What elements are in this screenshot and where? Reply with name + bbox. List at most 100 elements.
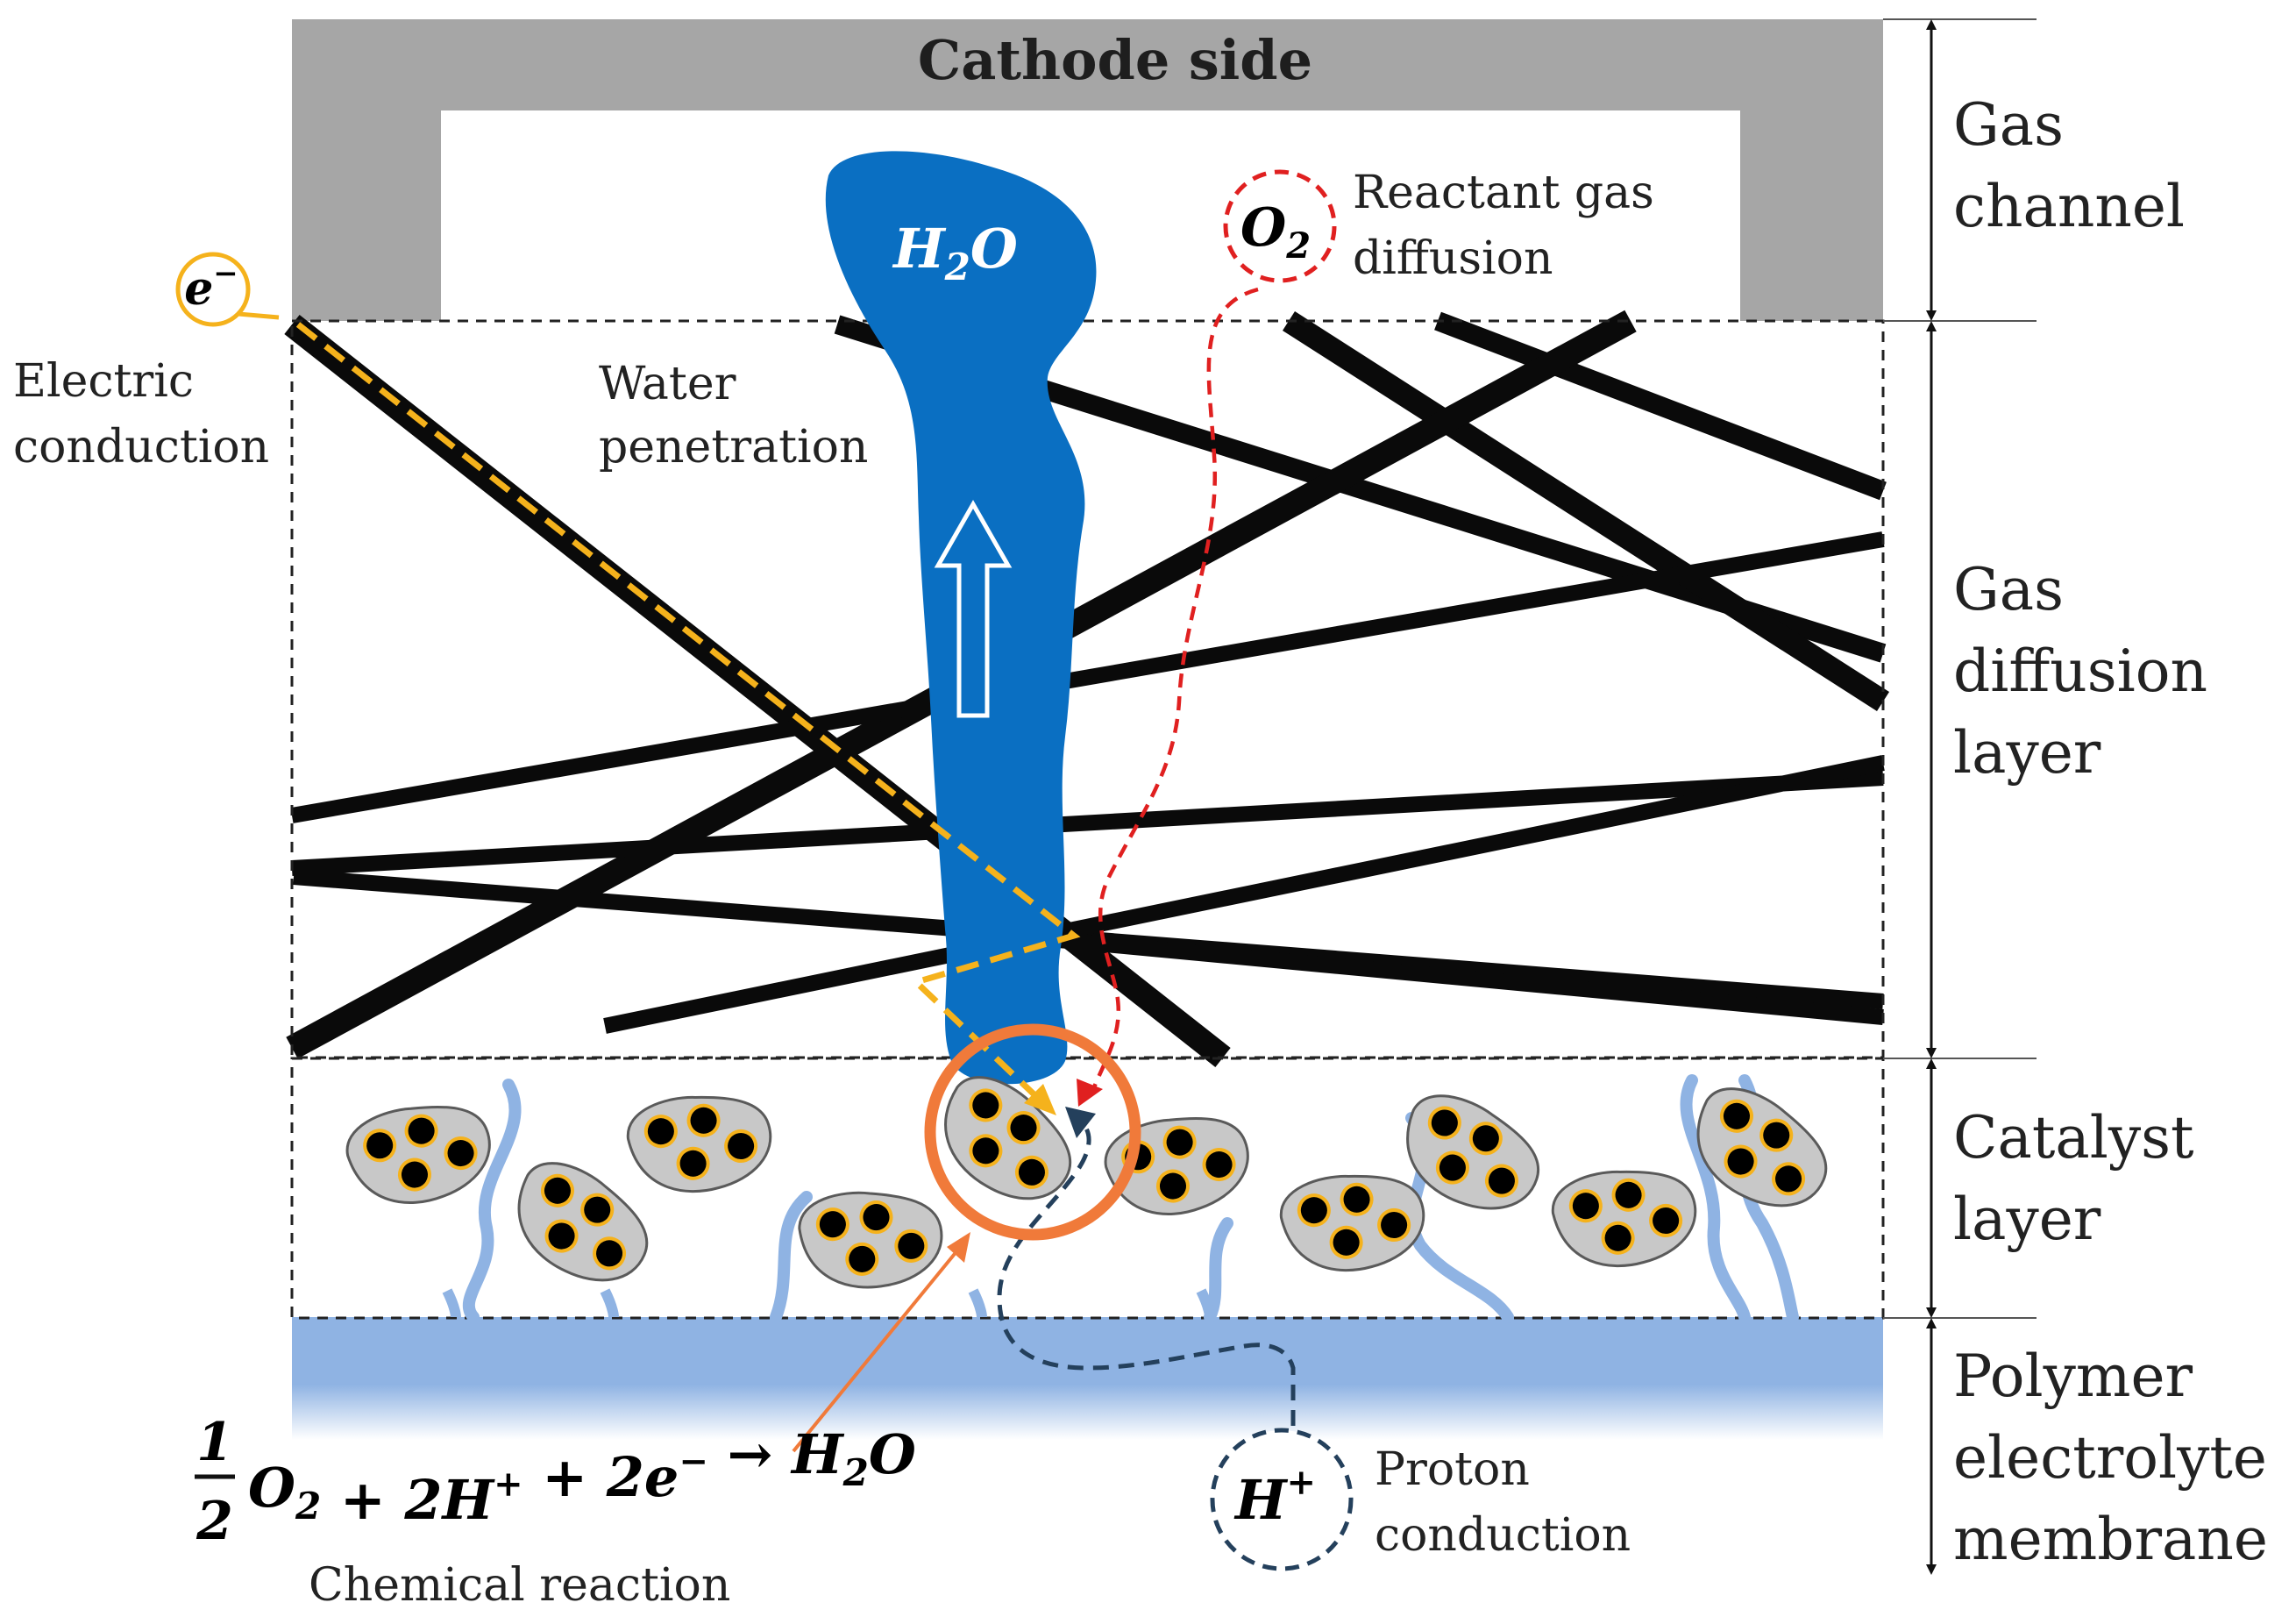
carbon-support [626,1095,772,1193]
membrane-region [292,1317,1883,1440]
equation-term-text: → [708,1422,792,1486]
carbon-support [1551,1170,1697,1268]
catalyst-particle [1551,1170,1697,1268]
platinum-dot [643,1115,678,1149]
ionomer-strand [462,1079,522,1323]
equation-term-superscript: + [494,1464,523,1505]
platinum-dot [1427,1106,1461,1140]
platinum-dot [1006,1111,1041,1145]
platinum-dot [1162,1125,1197,1159]
carbon-support [1279,1174,1425,1272]
catalyst-particle [1406,1094,1539,1210]
ionomer-strand [1680,1074,1751,1323]
platinum-dot [1468,1122,1503,1156]
gdl-label: Gas diffusion layer [1953,556,2226,787]
platinum-dot [1329,1225,1363,1259]
oxygen-path-arrowhead [1077,1079,1103,1107]
ionomer-strand [1204,1217,1233,1323]
ionomer-foot [442,1288,461,1318]
platinum-dot [1724,1144,1758,1179]
platinum-dot [1435,1150,1469,1185]
platinum-dot [686,1103,721,1137]
platinum-dot [1014,1155,1048,1189]
proton-path [997,1119,1296,1426]
platinum-dot [1484,1164,1518,1198]
platinum-dot [676,1146,710,1180]
platinum-dot [404,1114,438,1148]
ionomer-foot [600,1288,619,1318]
platinum-dot [845,1242,879,1276]
gas-channel-label: Gas channel [1953,91,2185,240]
proton-path-arrowhead [1065,1107,1096,1138]
platinum-dot [540,1173,574,1207]
catalyst-particle [1696,1087,1828,1207]
catalyst-layer-border [290,1057,1885,1320]
platinum-dot [1649,1203,1683,1237]
equation-term-subscript: 2 [295,1485,321,1528]
catalyst-particles [345,1076,1828,1289]
platinum-dot [580,1193,615,1227]
catalyst-layer-label: Catalyst layer [1953,1104,2213,1253]
water-formula: H2O [892,217,1018,288]
catalyst-particle [1279,1174,1425,1272]
platinum-dot [969,1134,1003,1168]
membrane-label: Polymer electrolyte membrane [1953,1343,2285,1573]
platinum-dot [894,1229,928,1263]
platinum-dot [1759,1118,1794,1152]
equation-term-base: H [441,1468,496,1532]
carbon-support [1104,1116,1249,1216]
platinum-dot [1611,1178,1646,1212]
equation-term-base: H [790,1422,845,1486]
platinum-dot [815,1207,849,1242]
platinum-dot [363,1129,397,1163]
carbon-support [517,1162,649,1282]
proton-bubble [1210,1428,1354,1571]
platinum-dot [593,1236,627,1271]
reaction-site-circle [924,1023,1141,1241]
platinum-dot [1155,1169,1190,1203]
platinum-dot [1202,1148,1236,1182]
platinum-dot [1297,1193,1331,1228]
platinum-dot [1377,1207,1411,1242]
proton-conduction-label: Proton conduction [1375,1443,1631,1562]
platinum-dot [1601,1221,1635,1255]
platinum-dot [1772,1162,1806,1196]
carbon-fiber [603,755,1885,1034]
platinum-dot [969,1088,1003,1122]
carbon-fiber [1282,311,1890,711]
equation-numerator: 1 [196,1412,233,1473]
electron-bubble [175,252,251,327]
electron-bubble-tail [238,311,280,320]
platinum-dot [1340,1182,1374,1216]
electric-conduction-label: Electric conduction [13,355,269,474]
equation-term-subscript: 2 [842,1451,869,1494]
equation-term-base: O [248,1456,295,1520]
platinum-dot [444,1136,478,1171]
equation-term-text: + 2 [321,1468,442,1532]
equation-terms: O2 + 2H+ + 2e− → H2O [248,1422,916,1532]
carbon-fiber [291,770,1884,876]
layer-dimension-lines [1883,18,2037,1319]
reaction-equation: 1 2 O2 + 2H+ + 2e− → H2O [195,1412,916,1552]
carbon-fibers [284,310,1890,1068]
platinum-dot [859,1200,893,1235]
chemical-reaction-label: Chemical reaction [309,1559,730,1612]
platinum-dot [544,1219,579,1253]
platinum-dot [1719,1099,1753,1133]
equation-term-base: e [644,1445,679,1509]
oxygen-symbol: O2 [1240,197,1311,267]
reactant-gas-diffusion-label: Reactant gas diffusion [1353,167,1668,285]
platinum-dot [397,1157,431,1192]
ionomer-foot [968,1288,987,1318]
catalyst-particle [345,1105,491,1205]
electron-symbol: e− [184,256,238,316]
ionomer-strand [770,1191,813,1323]
oxygen-path [1091,287,1259,1088]
equation-term-text: + 2 [523,1445,644,1509]
catalyst-particle [944,1076,1072,1200]
gdl-border [290,319,1885,1059]
catalyst-particle [626,1095,772,1193]
carbon-support [1696,1087,1828,1207]
